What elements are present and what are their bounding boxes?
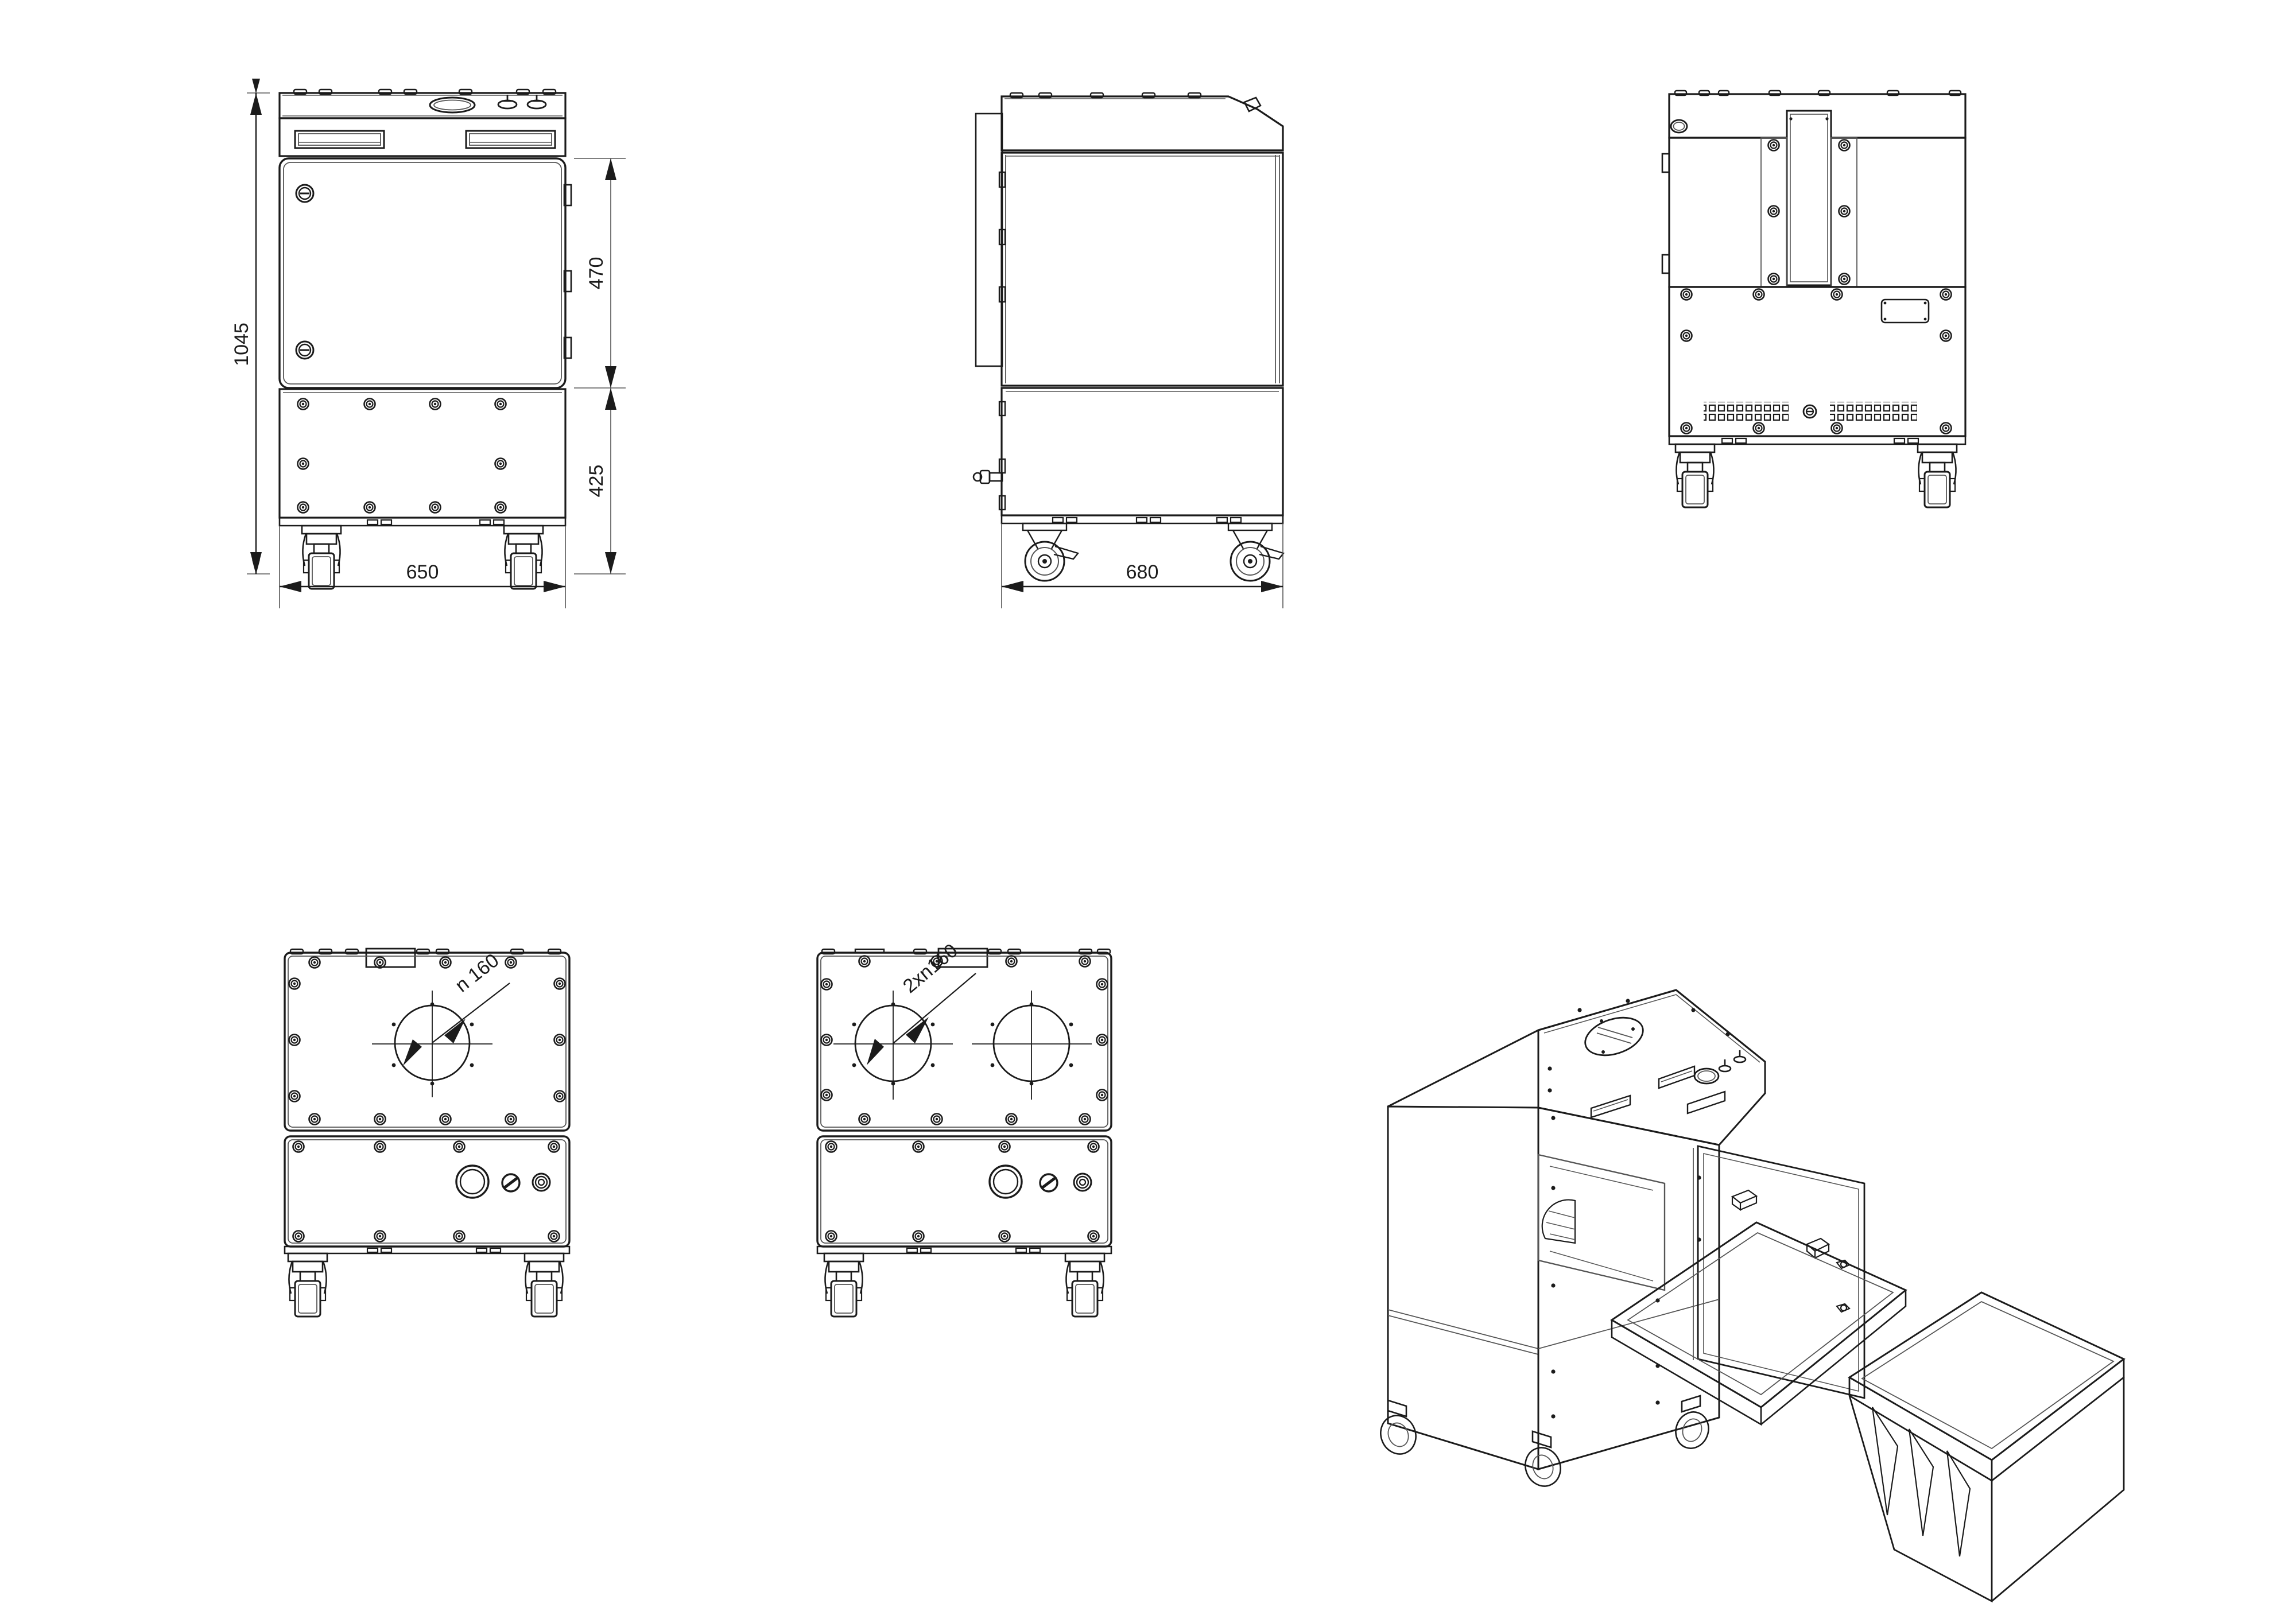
caster-wheel-icon (503, 525, 544, 590)
vent-grille-icon (294, 130, 385, 149)
front-view (278, 88, 572, 590)
oval-port-icon (429, 96, 476, 114)
control-port-icon[interactable] (988, 1164, 1023, 1199)
dim-overall-width: 650 (406, 561, 439, 583)
control-panel (816, 1135, 1112, 1248)
caster-wheel-icon (1674, 443, 1716, 508)
front-door (278, 157, 567, 389)
connector-icon[interactable] (532, 1172, 551, 1192)
rating-label-plate (1880, 298, 1930, 324)
front-view-dimensions: 1045 470 425 650 (231, 79, 626, 608)
knob-icon (497, 95, 518, 110)
isometric-view (1380, 989, 2126, 1603)
top-view-single-port: n 160 (284, 948, 571, 1318)
side-view (972, 92, 1285, 582)
caster-wheel-icon (301, 525, 342, 590)
port-icon (1670, 119, 1688, 134)
caster-wheel-icon (523, 1252, 565, 1318)
top-view-dual-port: 2xn160 (816, 939, 1112, 1318)
hex-bolt-icon (1802, 404, 1817, 419)
dim-upper-height: 470 (585, 257, 607, 290)
leader-dual-outlet: 2xn160 (899, 939, 962, 997)
dim-overall-height: 1045 (231, 323, 253, 366)
perforated-vent-icon (1704, 402, 1789, 421)
control-port-icon[interactable] (455, 1164, 490, 1199)
rotary-switch-icon[interactable] (501, 1173, 521, 1193)
side-view-dimensions: 680 (1001, 523, 1283, 608)
control-panel (284, 1135, 571, 1248)
knob-icon (526, 95, 547, 110)
duct-channel (1786, 110, 1832, 286)
rotary-switch-icon[interactable] (1039, 1173, 1058, 1193)
vent-grille-icon (465, 130, 556, 149)
caster-wheel-icon (1022, 522, 1079, 582)
fan-grille-icon (1584, 1016, 1644, 1057)
caster-wheel-icon (823, 1252, 864, 1318)
caster-wheel-icon (1227, 522, 1285, 582)
connector-icon[interactable] (1073, 1172, 1092, 1192)
door-latch-icon[interactable] (295, 184, 315, 203)
rear-view (1661, 90, 1967, 508)
cable-gland-icon (972, 469, 1003, 484)
top-panel (816, 952, 1112, 1132)
perforated-vent-icon (1830, 402, 1917, 421)
caster-wheel-icon (1064, 1252, 1106, 1318)
dim-lower-height: 425 (585, 465, 607, 498)
door-latch-icon[interactable] (295, 340, 315, 360)
caster-wheel-icon (1917, 443, 1958, 508)
top-panel (284, 952, 571, 1132)
dim-overall-depth: 680 (1126, 561, 1159, 583)
caster-wheel-icon (287, 1252, 328, 1318)
